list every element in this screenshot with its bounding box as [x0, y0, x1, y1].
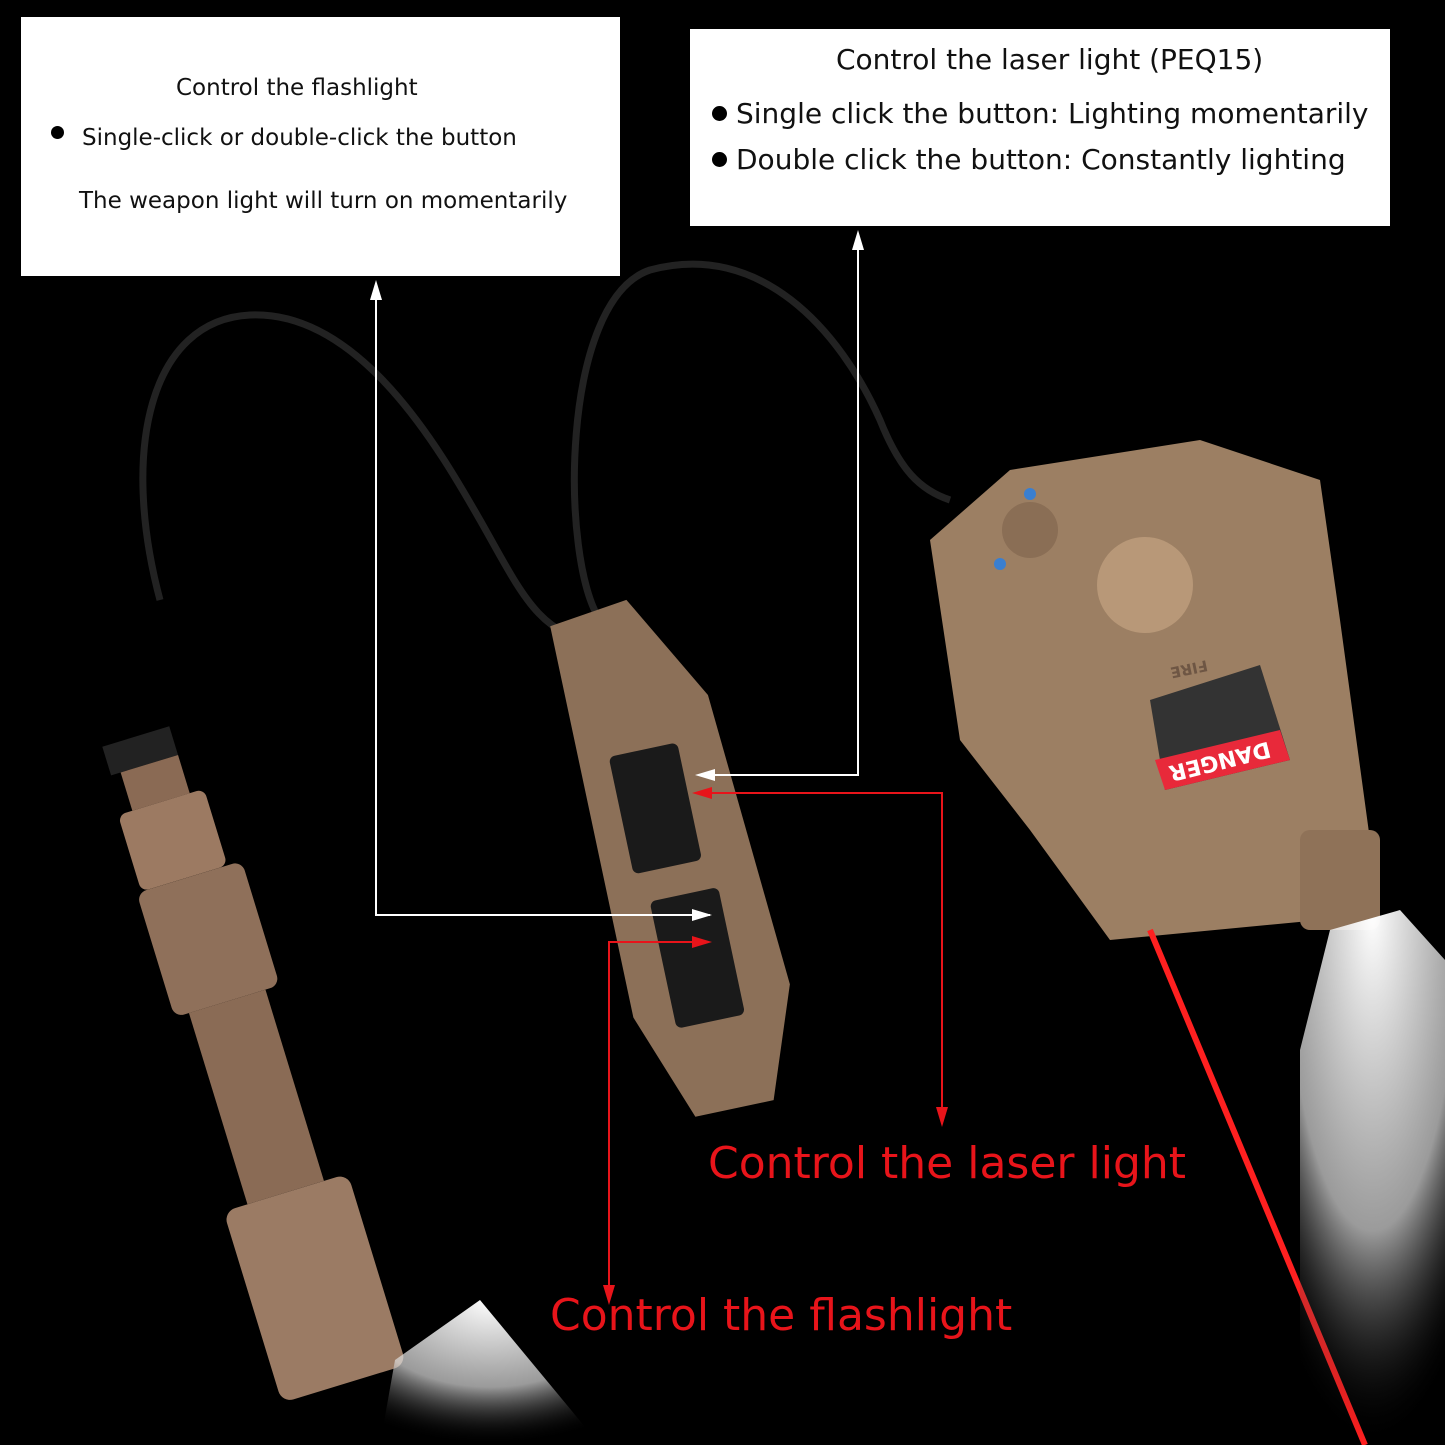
flashlight-info-box: Control the flashlight Single-click or d…	[21, 17, 620, 276]
arrowhead-white-switch-top	[695, 769, 715, 781]
laser-box-bullet-1: Single click the button: Lighting moment…	[736, 97, 1369, 130]
bullet-icon	[712, 106, 727, 121]
arrowhead-up-laser-box	[852, 230, 864, 250]
callout-laser-light: Control the laser light	[708, 1138, 1187, 1189]
laser-info-box: Control the laser light (PEQ15) Single c…	[690, 29, 1390, 226]
flashlight-box-bullet: Single-click or double-click the button	[82, 125, 517, 151]
laser-box-bullet-2: Double click the button: Constantly ligh…	[736, 143, 1346, 176]
left-cable	[139, 311, 601, 644]
red-leader-lines	[608, 792, 943, 1295]
right-cable	[570, 260, 952, 622]
pressure-switch	[550, 599, 790, 1117]
white-leader-lines	[375, 240, 859, 916]
bullet-icon	[712, 152, 727, 167]
arrowhead-up-flashlight-box	[370, 280, 382, 300]
arrowhead-red-switch-bottom	[692, 936, 712, 948]
arrowhead-white-switch-bottom	[692, 909, 712, 921]
flashlight-box-note: The weapon light will turn on momentaril…	[79, 188, 568, 214]
laser-box-title: Control the laser light (PEQ15)	[836, 43, 1264, 76]
arrowhead-red-switch-top	[692, 787, 712, 799]
arrowhead-red-flashlight	[603, 1285, 615, 1305]
weapon-flashlight	[102, 726, 404, 1400]
peq15-laser-module	[930, 440, 1380, 940]
callout-flashlight: Control the flashlight	[550, 1290, 1013, 1341]
arrowhead-red-laser	[936, 1107, 948, 1127]
weapon-light-beam	[1300, 910, 1445, 1445]
bullet-icon	[51, 126, 64, 139]
flashlight-beam	[380, 1300, 600, 1445]
flashlight-box-title: Control the flashlight	[176, 75, 418, 101]
